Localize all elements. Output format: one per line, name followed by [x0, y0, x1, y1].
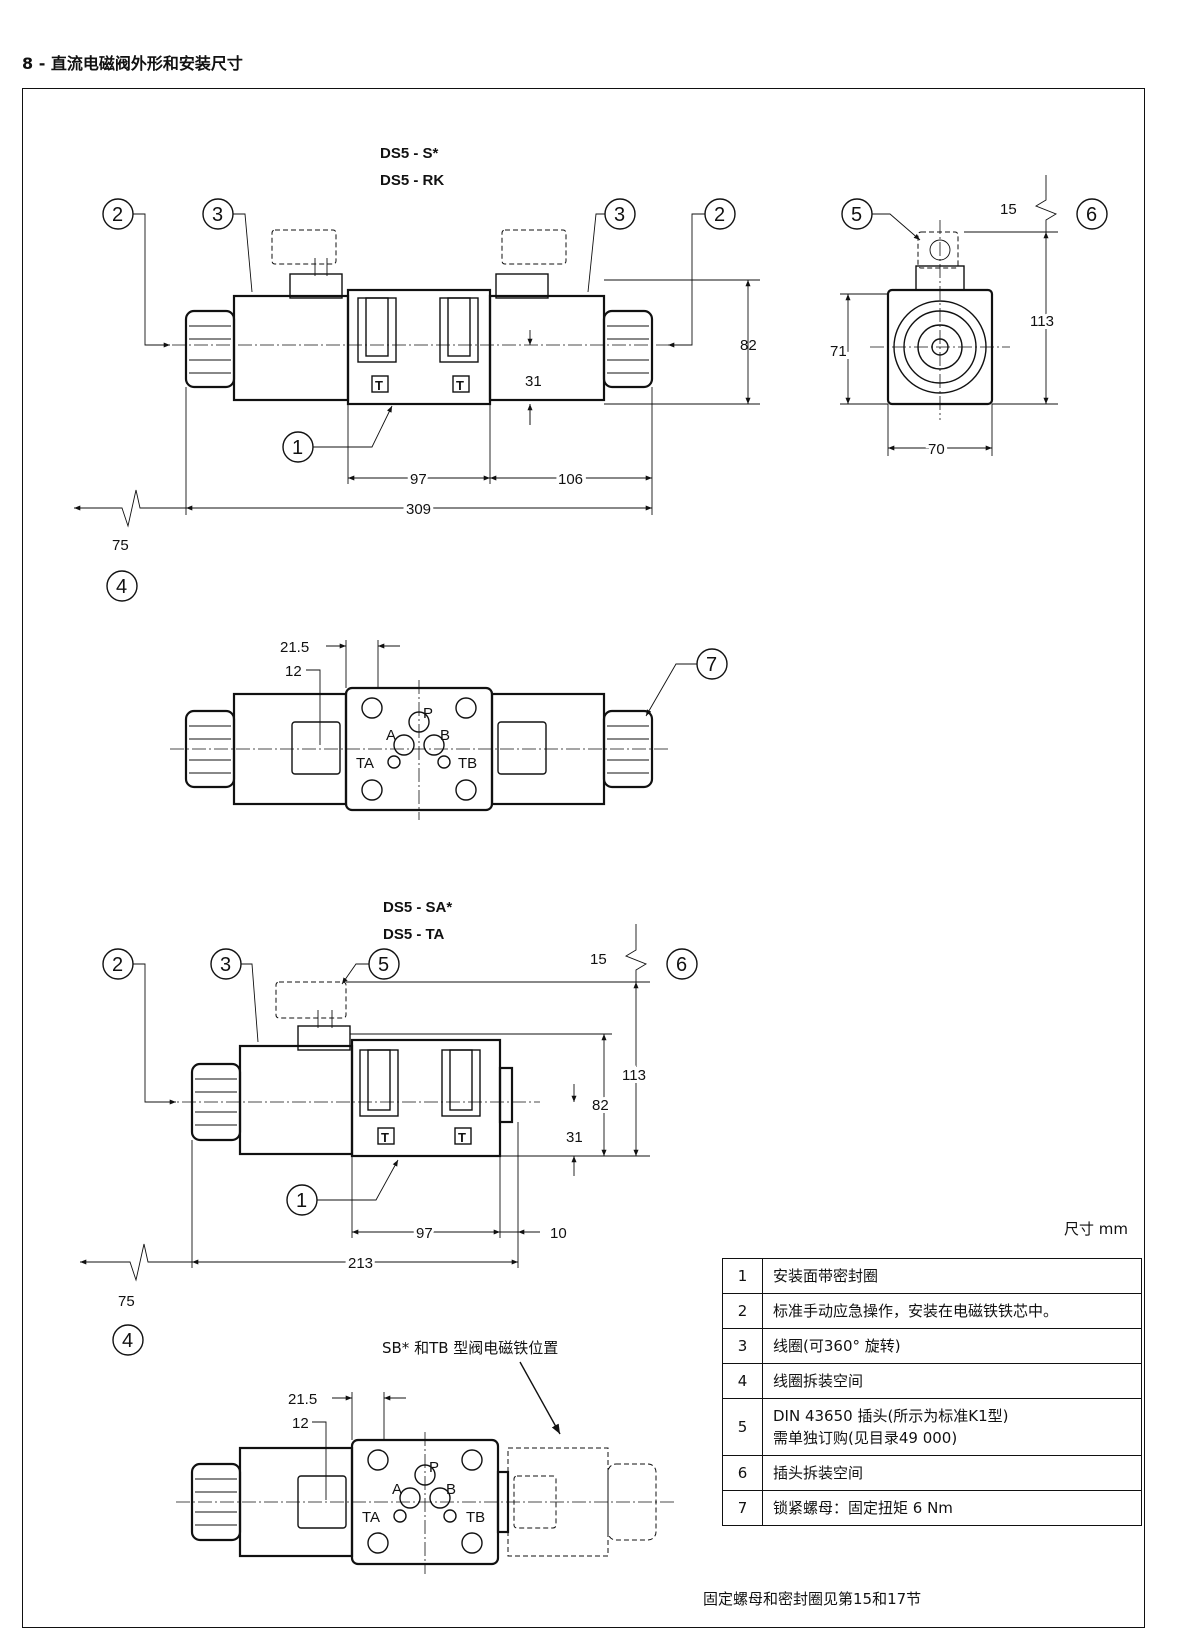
port-label: TB	[466, 1509, 485, 1526]
side-view: 5 6 15 113 71 70	[827, 175, 1108, 461]
legend-row: 5 DIN 43650 插头(所示为标准K1型) 需单独订购(见目录49 000)	[722, 1398, 1142, 1456]
dimension-label: 113	[1030, 313, 1054, 330]
callout-marker: 2	[112, 204, 123, 226]
port-label: A	[386, 727, 396, 744]
callout-marker: 3	[614, 204, 625, 226]
port-label: T	[381, 1130, 389, 1145]
legend-number: 6	[722, 1455, 763, 1491]
legend-text: 插头拆装空间	[762, 1455, 1142, 1491]
port-label: T	[375, 378, 383, 393]
model-label: DS5 - S*	[380, 145, 439, 162]
dimension-label: 12	[292, 1415, 309, 1432]
legend-text-line: 需单独订购(见目录49 000)	[773, 1429, 958, 1447]
top-front-view: DS5 - S* DS5 - RK T T 2 3	[74, 145, 760, 602]
legend-text: DIN 43650 插头(所示为标准K1型) 需单独订购(见目录49 000)	[762, 1398, 1142, 1456]
callout-marker: 6	[676, 954, 687, 976]
port-label: T	[456, 378, 464, 393]
port-label: TB	[458, 755, 477, 772]
callout-marker: 3	[212, 204, 223, 226]
legend-text-line: DIN 43650 插头(所示为标准K1型)	[773, 1407, 1009, 1425]
callout-marker: 1	[296, 1190, 307, 1212]
port-label: P	[429, 1459, 439, 1476]
legend-number: 7	[722, 1490, 763, 1526]
legend-text: 线圈拆装空间	[762, 1363, 1142, 1399]
callout-marker: 3	[220, 954, 231, 976]
dimension-label: 97	[416, 1225, 433, 1242]
model-label: DS5 - TA	[383, 926, 445, 943]
dimension-label: 71	[830, 343, 847, 360]
legend-number: 5	[722, 1398, 763, 1456]
callout-marker: 1	[292, 437, 303, 459]
model-label: DS5 - RK	[380, 172, 444, 189]
dimension-label: 12	[285, 663, 302, 680]
legend-text: 标准手动应急操作，安装在电磁铁铁芯中。	[762, 1293, 1142, 1329]
dimension-label: 82	[740, 337, 757, 354]
legend-text: 安装面带密封圈	[762, 1258, 1142, 1294]
model-label: DS5 - SA*	[383, 899, 452, 916]
dimension-label: 31	[566, 1129, 583, 1146]
units-label: 尺寸 mm	[1064, 1220, 1128, 1238]
callout-marker: 5	[851, 204, 862, 226]
dimension-label: 10	[550, 1225, 567, 1242]
callout-marker: 6	[1086, 204, 1097, 226]
dimension-label: 21.5	[280, 639, 309, 656]
dimension-label: 213	[348, 1255, 373, 1272]
dimension-label: 106	[558, 471, 583, 488]
legend-number: 2	[722, 1293, 763, 1329]
dimension-label: 70	[928, 441, 945, 458]
callout-marker: 4	[122, 1330, 133, 1352]
port-label: P	[423, 705, 433, 722]
section-title: 8 - 直流电磁阀外形和安装尺寸	[22, 54, 243, 73]
dimension-label: 75	[112, 537, 129, 554]
drawing-frame	[22, 88, 1145, 1628]
port-label: B	[440, 727, 450, 744]
top-plan-view: P A B TA TB 21.5 12 7	[170, 639, 728, 820]
callout-marker: 4	[116, 576, 127, 598]
dimension-label: 309	[406, 501, 431, 518]
callout-marker: 7	[706, 654, 717, 676]
legend-text: 锁紧螺母：固定扭矩 6 Nm	[762, 1490, 1142, 1526]
port-label: B	[446, 1481, 456, 1498]
port-label: T	[458, 1130, 466, 1145]
dimension-label: 21.5	[288, 1391, 317, 1408]
legend-text: 线圈(可360° 旋转)	[762, 1328, 1142, 1364]
sb-position-note: SB* 和TB 型阀电磁铁位置	[382, 1339, 559, 1357]
callout-marker: 2	[112, 954, 123, 976]
legend-number: 1	[722, 1258, 763, 1294]
dimension-label: 15	[590, 951, 607, 968]
bottom-plan-view: P A B TA TB 21.5 12	[176, 1361, 676, 1574]
dimension-label: 82	[592, 1097, 609, 1114]
dimension-label: 15	[1000, 201, 1017, 218]
dimension-label: 31	[525, 373, 542, 390]
dimension-label: 113	[622, 1067, 646, 1084]
callout-marker: 5	[378, 954, 389, 976]
port-label: A	[392, 1481, 402, 1498]
dimension-label: 97	[410, 471, 427, 488]
legend-number: 4	[722, 1363, 763, 1399]
port-label: TA	[356, 755, 374, 772]
callout-marker: 2	[714, 204, 725, 226]
legend-number: 3	[722, 1328, 763, 1364]
bottom-front-view: DS5 - SA* DS5 - TA T T 2 3 5 6 15 1 113	[80, 899, 698, 1356]
dimension-label: 75	[118, 1293, 135, 1310]
port-label: TA	[362, 1509, 380, 1526]
footnote: 固定螺母和密封圈见第15和17节	[703, 1590, 922, 1608]
